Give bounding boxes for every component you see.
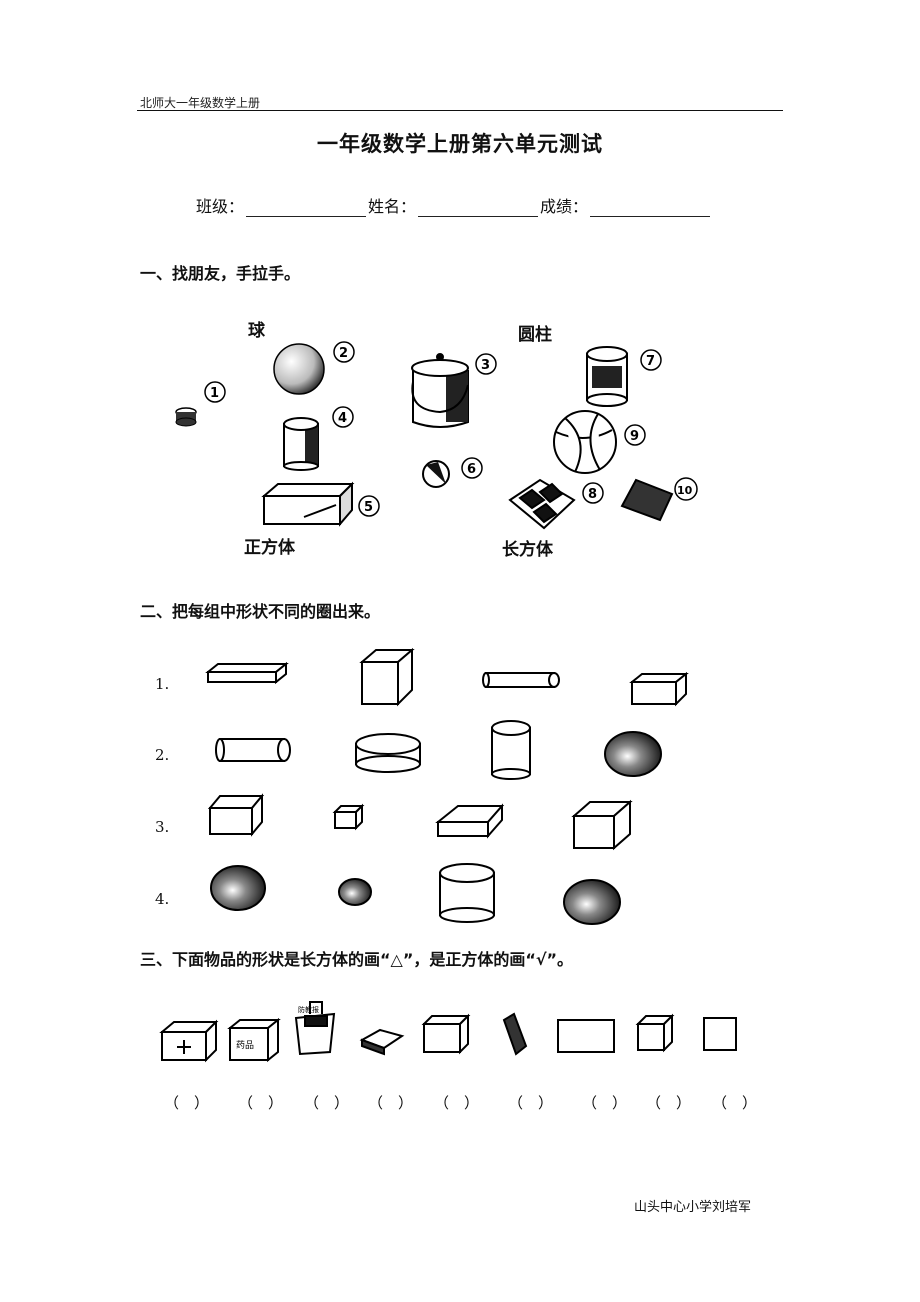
row3-large-cube [571,799,633,851]
cube-box [421,1013,471,1055]
label-cuboid: 长方体 [502,540,553,560]
row3-small-cube [332,803,365,831]
answer-paren-3[interactable]: （ ） [304,1094,350,1112]
footer-text: 山头中心小学刘培军 [634,1200,752,1215]
score-label: 成绩： [540,197,589,216]
row4-cylinder [439,863,495,923]
name-label: 姓名： [368,197,417,216]
gift-bag-label: 防教报 [298,1005,319,1014]
svg-text:9: 9 [630,429,639,444]
flat-rectangle-box [557,1019,615,1053]
header-text: 北师大一年级数学上册 [140,96,261,110]
svg-text:6: 6 [467,462,476,477]
item5-box [261,481,355,527]
row2-number: 2. [155,746,170,764]
svg-text:5: 5 [364,500,373,515]
answer-paren-8[interactable]: （ ） [646,1094,692,1112]
answer-paren-5[interactable]: （ ） [434,1094,480,1112]
square-box [703,1017,737,1051]
item4-cylinder [283,417,319,471]
student-info-line: 班级： 姓名： 成绩： [196,193,712,217]
svg-text:3: 3 [481,358,490,373]
svg-text:2: 2 [339,346,348,361]
item10-sponge [620,478,674,522]
page-title: 一年级数学上册第六单元测试 [317,132,603,156]
svg-text:1: 1 [210,386,219,401]
gift-bag: 防教报 [294,1001,336,1056]
item8-checkered-cube [508,478,576,530]
row1-number: 1. [155,675,170,693]
row2-lying-cylinder [215,738,291,762]
section1-heading: 一、找朋友，手拉手。 [140,264,301,283]
class-label: 班级： [196,197,245,216]
score-blank[interactable] [590,200,711,217]
answer-paren-6[interactable]: （ ） [508,1094,554,1112]
book [502,1012,528,1056]
small-cube-box [635,1013,675,1053]
row2-tall-cylinder [491,720,531,780]
section2-heading: 二、把每组中形状不同的圈出来。 [140,602,381,621]
header-divider [137,110,783,111]
svg-text:7: 7 [646,354,655,369]
class-blank[interactable] [246,200,367,217]
svg-text:10: 10 [677,484,693,497]
svg-text:8: 8 [588,487,597,502]
first-aid-box [159,1019,219,1063]
item9-basketball [553,410,617,474]
item1-coin-stack [175,407,197,427]
answer-paren-1[interactable]: （ ） [164,1094,210,1112]
section3-heading: 三、下面物品的形状是长方体的画“△”，是正方体的画“√”。 [140,950,574,969]
medicine-box-label: 药品 [236,1040,254,1051]
row4-sphere [210,865,266,911]
label-sphere: 球 [248,321,265,341]
row4-large-sphere [563,879,621,925]
row1-cube [359,647,415,707]
item2-ball [273,343,325,395]
answer-paren-7[interactable]: （ ） [582,1094,628,1112]
name-blank[interactable] [418,200,539,217]
item3-bucket [411,353,469,428]
eraser [359,1028,405,1056]
row3-number: 3. [155,818,170,836]
label-cylinder: 圆柱 [518,325,552,345]
row2-sphere [604,731,662,777]
row4-small-sphere [338,878,372,906]
row1-small-cuboid [629,671,689,707]
row3-cube [207,793,265,837]
item7-can [586,346,628,407]
answer-paren-2[interactable]: （ ） [238,1094,284,1112]
row1-rod [482,672,560,688]
row4-number: 4. [155,890,170,908]
row2-flat-cylinder [355,733,421,773]
medicine-box: 药品 [227,1017,281,1063]
row3-flat-cuboid [435,803,505,839]
row1-flat-cuboid [205,661,289,685]
answer-paren-4[interactable]: （ ） [368,1094,414,1112]
answer-paren-9[interactable]: （ ） [712,1094,758,1112]
label-cube: 正方体 [244,538,295,558]
svg-text:4: 4 [338,411,347,426]
